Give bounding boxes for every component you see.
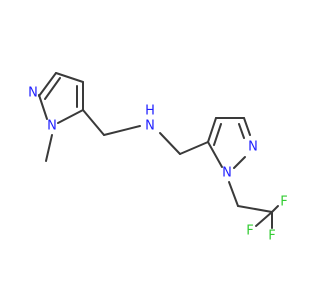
bonds xyxy=(38,72,279,229)
canvas-background xyxy=(0,0,300,300)
bond-ch2-c5prime xyxy=(179,141,209,155)
bond-ch2-cf3 xyxy=(237,205,273,213)
bond-ring1-c3-c4 xyxy=(55,72,84,83)
bond-n1-methyl xyxy=(45,134,53,162)
atom-n-ring1-b: N xyxy=(47,119,57,134)
bond-ring1-c5-n1 xyxy=(57,109,84,124)
bond-ring2-c5-c4 xyxy=(207,117,217,143)
bond-ring2-n2-n1 xyxy=(233,156,246,169)
bond-ring2-c3-n2 xyxy=(243,117,251,136)
bond-ring2-c3-n2-double xyxy=(238,123,245,139)
bond-ring2-n1-c5 xyxy=(207,141,223,168)
bond-ring2-c5-c4-double xyxy=(213,123,222,146)
bond-ring1-n2-c3 xyxy=(38,72,57,97)
atom-f-left: F xyxy=(246,224,253,239)
bond-nh-ch2 xyxy=(159,132,181,155)
structure-diagram: N N N H N N F F F xyxy=(0,0,300,300)
atom-f-right: F xyxy=(280,195,287,210)
bond-c-f-left xyxy=(255,211,273,227)
atom-h-amine: H xyxy=(145,104,155,119)
bond-ring1-n1-n2 xyxy=(38,94,48,120)
atom-labels: N N N H N N F F F xyxy=(28,86,288,244)
bond-n1prime-ch2 xyxy=(228,181,239,207)
atom-n-ring2-b: N xyxy=(222,166,232,181)
atom-n-ring1-a: N xyxy=(28,86,38,101)
atom-n-ring2-a: N xyxy=(248,140,258,155)
atom-f-bottom: F xyxy=(268,229,275,244)
bond-ring1-n2-c3-double xyxy=(44,77,61,100)
bond-c5-ch2 xyxy=(82,109,105,136)
atom-n-amine: N xyxy=(145,119,155,134)
bond-ch2-nh xyxy=(103,125,141,136)
bond-c-f-right xyxy=(271,205,279,213)
